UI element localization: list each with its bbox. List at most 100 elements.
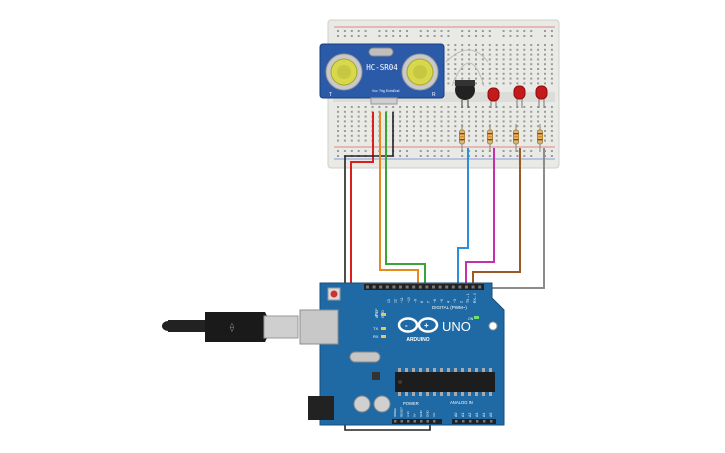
breadboard-hole (440, 106, 443, 108)
breadboard-hole (523, 48, 526, 51)
board-model-label: UNO (442, 319, 471, 334)
header-pin[interactable] (379, 285, 383, 289)
header-pin[interactable] (413, 420, 417, 423)
breadboard-hole (516, 72, 519, 75)
breadboard-hole (516, 63, 519, 66)
header-pin[interactable] (407, 420, 410, 423)
header-pin[interactable] (483, 420, 486, 423)
header-pin[interactable] (478, 285, 482, 289)
breadboard-hole (481, 35, 484, 37)
header-pin[interactable] (372, 285, 376, 289)
header-pin[interactable] (425, 285, 429, 289)
ultrasonic-sensor[interactable]: HC-SR04 T R Vcc Trig Echo Gnd (319, 43, 445, 105)
resistor[interactable] (459, 124, 465, 152)
led-3[interactable] (535, 85, 548, 108)
breadboard-hole (364, 139, 367, 142)
header-pin[interactable] (392, 285, 396, 289)
breadboard-hole (419, 120, 422, 123)
breadboard-hole (550, 125, 553, 128)
led-icon (535, 85, 548, 100)
breadboard-hole (523, 110, 526, 113)
header-pin[interactable] (405, 285, 409, 289)
header-pin[interactable] (451, 285, 455, 289)
wire-gray[interactable] (477, 148, 545, 296)
breadboard-hole (509, 130, 512, 132)
crystal-icon (368, 47, 394, 57)
breadboard-hole (544, 77, 546, 80)
digital-pin-label: ~11 (400, 297, 404, 303)
header-pin[interactable] (438, 285, 442, 289)
header-pin[interactable] (476, 420, 479, 423)
breadboard-hole (509, 125, 512, 128)
usb-cable[interactable]: ⟠ (162, 312, 299, 342)
breadboard-hole (392, 110, 395, 113)
chip-pin (433, 392, 436, 396)
wire-blue[interactable] (457, 148, 469, 290)
breadboard-hole (488, 155, 491, 157)
breadboard-hole (337, 139, 339, 142)
buzzer[interactable] (445, 49, 489, 108)
breadboard-hole (544, 63, 546, 66)
wire-green[interactable] (385, 112, 426, 290)
header-pin[interactable] (465, 285, 468, 289)
breadboard-hole (440, 120, 443, 123)
resistor[interactable] (487, 124, 493, 152)
header-pin[interactable] (455, 420, 458, 423)
breadboard-hole (357, 35, 360, 37)
header-pin[interactable] (458, 285, 462, 289)
header-pin[interactable] (412, 285, 416, 289)
header-pin[interactable] (445, 285, 449, 289)
breadboard-hole (509, 106, 512, 108)
analog-header (452, 419, 496, 424)
breadboard-hole (392, 30, 395, 32)
breadboard-hole (537, 44, 540, 46)
breadboard-hole (364, 30, 367, 32)
resistor[interactable] (513, 124, 519, 152)
wire-orange[interactable] (379, 112, 419, 290)
header-pin[interactable] (399, 285, 402, 289)
wire-brown[interactable] (472, 148, 521, 290)
power-pin-label: GND (426, 410, 430, 418)
header-pin[interactable] (420, 420, 423, 423)
breadboard-hole (364, 106, 367, 108)
led-2[interactable] (513, 85, 526, 108)
breadboard-hole (337, 155, 339, 157)
breadboard-hole (509, 155, 512, 157)
breadboard-hole (537, 58, 540, 61)
resistor-band (513, 139, 519, 141)
header-pin[interactable] (471, 285, 475, 289)
breadboard-hole (343, 139, 346, 142)
header-pin[interactable] (462, 420, 465, 423)
header-pin[interactable] (400, 420, 404, 423)
breadboard-hole (343, 125, 346, 128)
header-pin[interactable] (490, 420, 493, 423)
header-pin[interactable] (426, 420, 430, 423)
breadboard-hole (378, 35, 381, 37)
resistor[interactable] (537, 124, 543, 152)
breadboard-hole (544, 68, 546, 70)
digital-pin-label: TX→1 (466, 293, 470, 303)
breadboard-hole (537, 72, 540, 75)
led-1[interactable] (487, 87, 500, 108)
wire-magenta[interactable] (465, 148, 495, 290)
breadboard-hole (475, 110, 477, 113)
chip-pin (447, 368, 450, 372)
breadboard-hole (475, 44, 477, 46)
breadboard-hole (364, 35, 367, 37)
breadboard-hole (454, 130, 457, 132)
breadboard-hole (550, 35, 553, 37)
breadboard-hole (454, 106, 457, 108)
header-pin[interactable] (394, 420, 397, 423)
breadboard-hole (419, 125, 422, 128)
header-pin[interactable] (366, 285, 369, 289)
header-pin[interactable] (385, 285, 389, 289)
sensor-corner-label: R (432, 92, 436, 98)
header-pin[interactable] (418, 285, 422, 289)
breadboard-hole (537, 106, 540, 108)
header-pin[interactable] (433, 420, 436, 423)
header-pin[interactable] (432, 285, 435, 289)
breadboard-hole (502, 110, 505, 113)
header-pin[interactable] (469, 420, 472, 423)
breadboard-hole (488, 106, 491, 108)
